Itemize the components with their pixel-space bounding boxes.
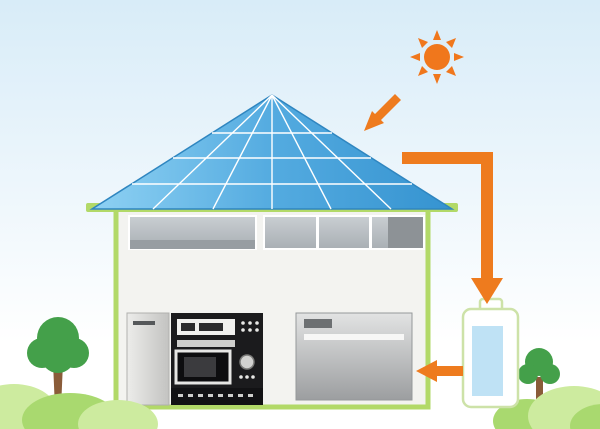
- supply-arrow-head: [416, 360, 437, 382]
- sunlight-arrow-icon: [364, 94, 401, 131]
- sun-ray: [433, 74, 441, 84]
- dishwasher-slot: [304, 334, 404, 340]
- battery-charge-level: [472, 326, 503, 396]
- window-mullion: [316, 216, 319, 249]
- control-buttons: [241, 321, 259, 332]
- display-readout: [199, 323, 223, 331]
- tree-left: [27, 317, 89, 409]
- energy-arrows: [364, 94, 503, 382]
- battery-icon: [461, 297, 520, 409]
- panel-grid-line: [212, 94, 273, 210]
- kitchen-appliance: [126, 312, 263, 406]
- energy-flow-arrowhead: [471, 278, 503, 304]
- base-buttons: [178, 394, 253, 397]
- cabinet-panel: [126, 312, 170, 406]
- knob-buttons: [239, 375, 255, 379]
- window-mullion: [369, 216, 372, 249]
- bush: [78, 400, 158, 429]
- supply-arrow-icon: [416, 360, 463, 382]
- supply-arrow-shaft: [437, 366, 463, 376]
- control-strip: [177, 340, 235, 347]
- energy-flow-arrow: [402, 152, 493, 281]
- bush: [570, 404, 600, 429]
- house: [113, 204, 431, 410]
- solar-panel-grid: [132, 94, 412, 210]
- sun-ray: [418, 66, 428, 76]
- sun-ray: [446, 38, 456, 48]
- cabinet-handle: [133, 321, 155, 325]
- tree-foliage: [27, 317, 89, 373]
- sun-ray: [446, 66, 456, 76]
- dishwasher-handle: [304, 319, 332, 328]
- panel-grid-line: [271, 94, 332, 210]
- sun-ray: [410, 53, 420, 61]
- sun-disc: [424, 44, 450, 70]
- display-readout: [181, 323, 195, 331]
- sun-ray: [418, 38, 428, 48]
- upper-floor-windows: [128, 215, 425, 250]
- panel-grid-line: [271, 94, 392, 210]
- appliance-base: [171, 388, 263, 405]
- window-left-shade: [130, 240, 255, 249]
- microwave-window: [184, 357, 216, 377]
- control-knob: [239, 354, 255, 370]
- tree-trunk: [536, 377, 543, 410]
- sun-icon: [410, 30, 464, 84]
- sun-ray: [454, 53, 464, 61]
- bushes-left: [0, 384, 158, 429]
- panel-grid-line: [152, 94, 273, 210]
- tree-right: [518, 348, 560, 410]
- dishwasher: [295, 312, 413, 401]
- tree-foliage: [518, 348, 560, 384]
- sun-ray: [433, 30, 441, 40]
- window-dark-pane: [388, 217, 423, 248]
- solar-roof: [89, 94, 455, 210]
